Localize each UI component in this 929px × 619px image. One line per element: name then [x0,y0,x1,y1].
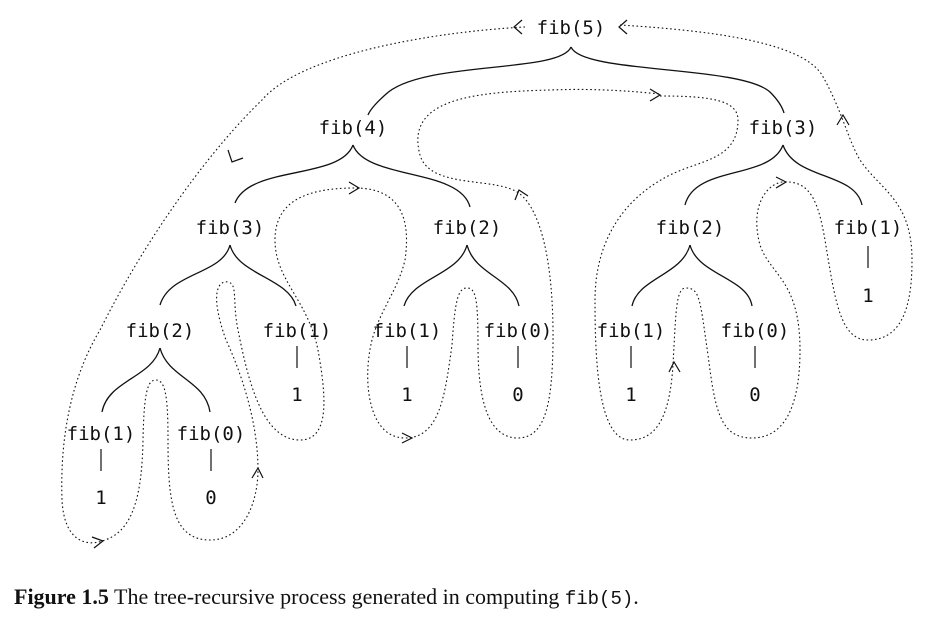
figure-caption: Figure 1.5 The tree-recursive process ge… [14,584,914,610]
leaf-value-g: 0 [205,487,216,509]
recursion-tree-diagram: fib(5) fib(4) fib(3) fib(3) fib(2) fib(2… [61,17,913,549]
edge-fib5-fib3 [570,46,785,114]
node-fib4: fib(4) [319,117,388,139]
node-fib3-left: fib(3) [196,217,265,239]
leaf-value-e: 0 [749,384,760,406]
node-fib5: fib(5) [537,17,606,39]
edge-fib5-fib4 [367,46,572,116]
caption-code: fib(5) [564,588,634,610]
node-fib1-a: fib(1) [263,320,332,342]
edge-fib3b-fib1 [782,144,863,206]
arrow-up-fib2b [514,189,529,201]
node-fib1-c: fib(1) [597,320,666,342]
leaf-value-a: 1 [291,384,302,406]
tree-edges [101,46,863,413]
edge-fib2b-fib0 [466,244,520,307]
node-fib1-b: fib(1) [373,320,442,342]
edge-fib3b-fib2 [684,144,784,206]
edge-fib2a-fib1 [101,347,161,413]
trace-path [61,26,661,544]
edge-fib2b-fib1 [403,244,468,307]
arrow-right-of-fib5 [618,19,628,35]
arrow-up-right-mid [668,360,681,373]
caption-text: The tree-recursive process generated in … [114,584,560,609]
node-fib1-d: fib(1) [67,423,136,445]
node-fib3-right: fib(3) [749,117,818,139]
node-fib2-right: fib(2) [656,217,725,239]
figure-label: Figure 1.5 [14,584,109,609]
arrow-right-fib3b [775,176,788,189]
arrow-bottom-left [91,536,105,549]
leaf-values: 1 1 1 0 1 0 1 0 [95,285,873,509]
arrow-down-left [227,149,244,163]
arrow-left-of-fib5 [513,19,523,35]
leaf-value-d: 1 [625,384,636,406]
node-fib2-left: fib(2) [126,320,195,342]
tree-nodes: fib(5) fib(4) fib(3) fib(3) fib(2) fib(2… [67,17,903,445]
leaf-value-c: 0 [512,384,523,406]
arrow-right-bottom-mid [401,432,414,444]
caption-period: . [633,584,639,609]
arrow-to-fib4-right [348,181,361,195]
edge-fib2c-fib1 [631,244,691,307]
node-fib0-c: fib(0) [721,320,790,342]
leaf-stems [100,246,869,471]
leaf-value-b: 1 [401,384,412,406]
edge-fib4-fib2 [352,144,471,208]
node-fib2-mid: fib(2) [433,217,502,239]
edge-fib3a-fib2 [159,244,231,306]
edge-fib3a-fib1 [229,244,297,307]
node-fib0-d: fib(0) [177,423,246,445]
leaf-value-f: 1 [95,487,106,509]
edge-fib2c-fib0 [689,244,753,307]
evaluation-trace [61,24,913,544]
edge-fib4-fib3 [234,144,354,204]
trace-path-right [594,24,913,441]
arrow-top-right [649,88,662,102]
trace-arrowheads [91,19,850,549]
arrow-up-fib0a [251,466,264,479]
node-fib1-far-right: fib(1) [834,217,903,239]
node-fib0-b: fib(0) [484,320,553,342]
edge-fib2a-fib0 [159,347,211,413]
leaf-value-far-right: 1 [862,285,873,307]
arrow-up-fib3 [836,113,850,126]
